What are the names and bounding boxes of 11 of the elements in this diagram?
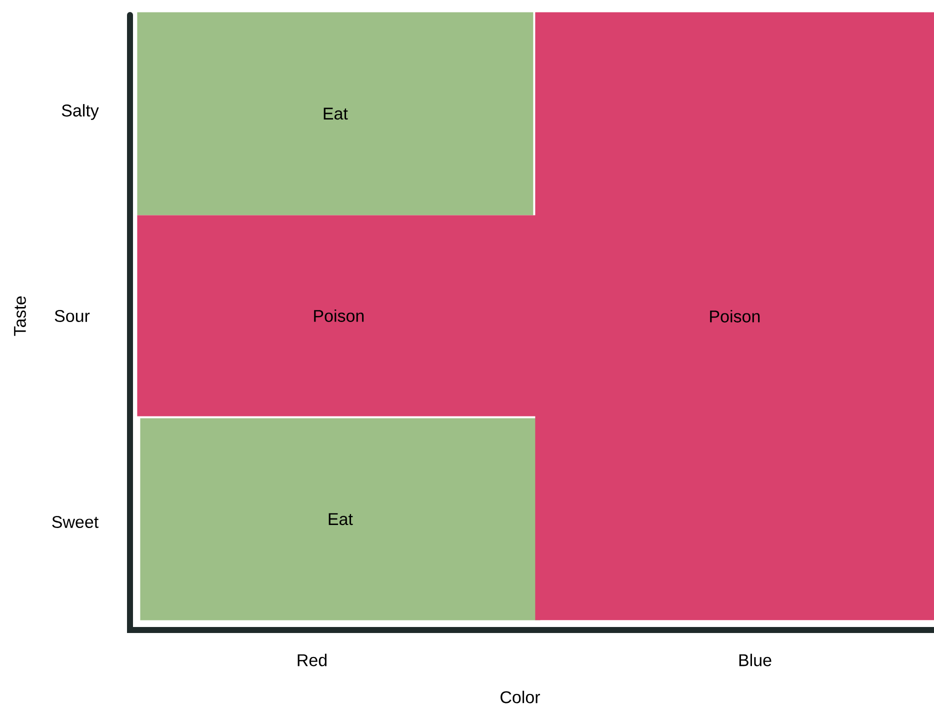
tick-label: Salty bbox=[62, 104, 99, 120]
axis-title: Color bbox=[500, 690, 540, 704]
axis-title: Taste bbox=[14, 296, 26, 336]
region-box: Poison bbox=[137, 215, 540, 416]
tick-label: Sweet bbox=[52, 516, 98, 528]
node-label: Poison bbox=[314, 309, 364, 322]
region-box: Eat bbox=[137, 12, 534, 216]
region-box: Eat bbox=[140, 418, 540, 620]
tick-label: Blue bbox=[739, 654, 772, 666]
tick-label: Red bbox=[298, 654, 326, 666]
tick-label: Sour bbox=[54, 310, 90, 322]
